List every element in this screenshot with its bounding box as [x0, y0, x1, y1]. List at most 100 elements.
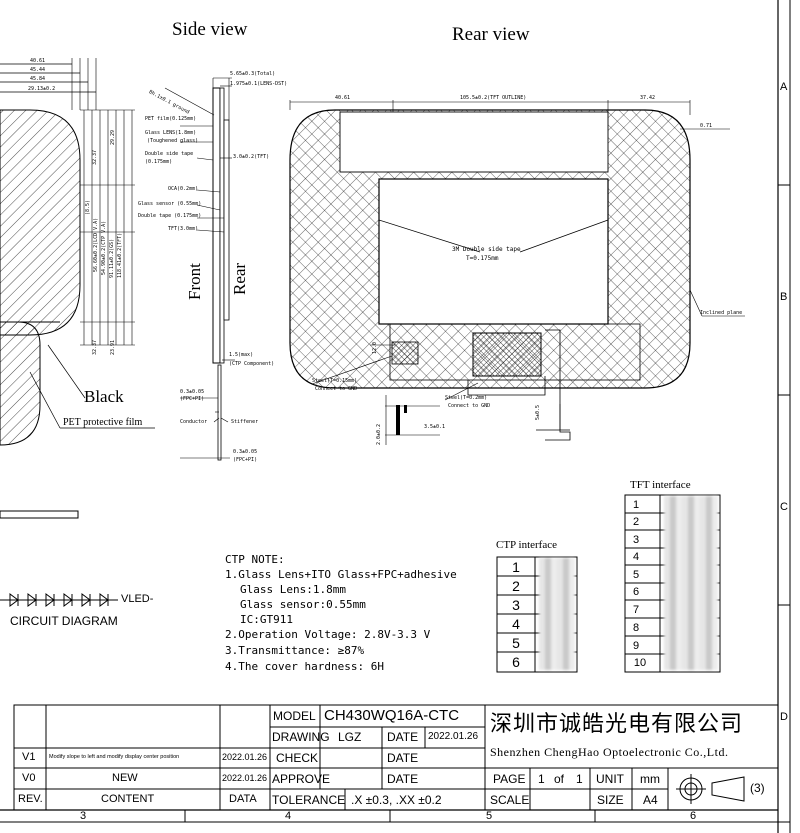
- tft-pin-2: 2: [632, 516, 640, 528]
- rev-0-id: V0: [22, 772, 36, 784]
- tft-pin-8: 8: [632, 622, 640, 634]
- pet-protective-label: PET protective film: [63, 417, 143, 428]
- ctp-pin-1: 1: [512, 559, 520, 575]
- ctp-pin-6: 6: [512, 654, 520, 670]
- tft-pin-9: 9: [632, 640, 640, 652]
- ctp-note-title: CTP NOTE:: [225, 553, 285, 566]
- model-value: CH430WQ16A-CTC: [324, 707, 460, 724]
- ctp-pin-3: 3: [512, 597, 520, 613]
- approve-date-label: DATE: [387, 772, 419, 786]
- tolerance-value: .X ±0.3, .XX ±0.2: [351, 793, 442, 807]
- tft-pin-4: 4: [632, 551, 640, 563]
- projection-label: (3): [750, 781, 765, 795]
- tft-label: TFT(3.0mm): [168, 226, 199, 232]
- rear-dim-left: 40.61: [335, 95, 351, 101]
- conductor-label: Conductor: [180, 419, 208, 425]
- frame-col-6: 6: [690, 810, 697, 822]
- front-label: Front: [185, 263, 204, 300]
- scale-label: SCALE: [490, 793, 530, 807]
- tft-dim-label: 3.0±0.2(TFT): [233, 154, 270, 160]
- rear-dim-12: 12.0: [372, 341, 378, 354]
- tft-interface-title: TFT interface: [630, 479, 691, 491]
- frame-row-c: C: [780, 501, 788, 513]
- black-label: Black: [84, 387, 124, 406]
- dim-v1: 29.29: [110, 129, 116, 145]
- tft-pin-6: 6: [632, 586, 640, 598]
- company-name-cn: 深圳市诚皓光电有限公司: [490, 711, 744, 736]
- data-header: DATA: [229, 793, 257, 805]
- steel1-sub: Connect to GND: [315, 386, 358, 392]
- lens-dst-label: 1.975±0.1(LENS-DST): [230, 81, 288, 87]
- max-label: 1.5(max): [229, 352, 254, 358]
- ctp-interface-title: CTP interface: [496, 539, 557, 551]
- ctp-note-line-3: Glass sensor:0.55mm: [240, 598, 366, 611]
- dim-v4: 23.91: [110, 339, 116, 355]
- rev-0-content: NEW: [112, 772, 138, 784]
- rev-0-date: 2022.01.26: [222, 773, 268, 783]
- total-label: 5.65±0.3(Total): [230, 71, 276, 77]
- glass-sensor-label: Glass sensor (0.55mm): [138, 201, 202, 207]
- rev-header: REV.: [18, 793, 43, 805]
- ctp-component-label: (CTP Component): [229, 361, 275, 367]
- dim-v9: 118.41±0.2(TFT): [117, 232, 123, 278]
- fpc-pi-bottom: 0.3±0.05: [233, 449, 258, 455]
- rear-dim-mid: 105.5±0.2(TFT OUTLINE): [460, 95, 527, 101]
- fpc-pi-top: 0.3±0.05: [180, 389, 205, 395]
- page-label: PAGE: [493, 772, 526, 786]
- double-tape-thickness: (0.175mm): [145, 159, 173, 165]
- frame-col-4: 4: [285, 810, 292, 822]
- rear-dim-20: 2.0±0.2: [376, 423, 382, 445]
- steel1-label: Steel(T=0.15mm): [312, 378, 358, 384]
- ctp-note-line-7: 4.The cover hardness: 6H: [225, 660, 384, 673]
- frame-col-3: 3: [80, 810, 87, 822]
- frame-col-5: 5: [486, 810, 493, 822]
- ctp-signal-redacted: [539, 558, 575, 670]
- ctp-pin-2: 2: [512, 578, 520, 594]
- rear-label: Rear: [230, 262, 249, 295]
- drawing-label: DRAWING: [272, 730, 330, 744]
- fpc-pi-bottom-sub: (FPC+PI): [233, 457, 258, 463]
- vled-label: VLED-: [121, 593, 154, 605]
- tft-pin-7: 7: [632, 604, 640, 616]
- rear-view-title: Rear view: [452, 24, 530, 45]
- tft-pin-5: 5: [632, 569, 640, 581]
- page-of: of: [554, 772, 565, 786]
- double-tape2-label: Double tape (0.175mm): [138, 213, 202, 219]
- oca-label: OCA(0.2mm): [168, 186, 199, 192]
- fpc-pi-top-sub: (FPC+PI): [180, 396, 205, 402]
- dim-v6: 56.60±0.2(LCD V.A): [93, 217, 99, 272]
- tolerance-label: TOLERANCE: [272, 793, 346, 807]
- unit-label: UNIT: [596, 772, 624, 786]
- dim-v7: 54.90±0.2(CTP V.A): [101, 220, 107, 275]
- stiffener-label: Stiffener: [231, 419, 259, 425]
- dim-v3: 32.37: [92, 339, 98, 355]
- rev-1-date: 2022.01.26: [222, 752, 268, 762]
- dim-left-3: 45.84: [30, 76, 46, 82]
- rev-1-id: V1: [22, 751, 36, 763]
- page-number: 1: [538, 772, 545, 786]
- ctp-note-line-4: IC:GT911: [240, 613, 293, 626]
- tape-thickness: T=0.175mm: [466, 255, 499, 262]
- glass-lens-label: Glass LENS(1.8mm): [145, 130, 197, 136]
- frame-row-a: A: [780, 81, 788, 93]
- dim-v5: (8.5): [85, 199, 91, 215]
- dim-v2: 32.37: [92, 149, 98, 165]
- steel2-label: Steel(T=0.2mm): [445, 395, 488, 401]
- tft-signal-redacted: [664, 496, 718, 670]
- unit-value: mm: [640, 772, 660, 786]
- ctp-note-line-1: 1.Glass Lens+ITO Glass+FPC+adhesive: [225, 568, 457, 581]
- side-view-title: Side view: [172, 19, 248, 40]
- content-header: CONTENT: [101, 793, 155, 805]
- tape-label: 3M Double side tape: [452, 246, 521, 253]
- dim-v8: 91.11±0.2(GS): [109, 238, 115, 278]
- pet-film-label: PET film(0.125mm): [145, 116, 197, 122]
- rear-dim-35: 3.5±0.1: [424, 424, 446, 430]
- size-label: SIZE: [597, 793, 624, 807]
- toughened-label: (Toughened glass): [147, 138, 199, 144]
- dim-left-2: 45.44: [30, 67, 46, 73]
- circuit-diagram-label: CIRCUIT DIAGRAM: [10, 614, 118, 628]
- tft-pin-10: 10: [633, 657, 647, 669]
- rev-1-content: Modify slope to left and modify display …: [49, 754, 180, 760]
- steel2-sub: Connect to GND: [448, 403, 491, 409]
- inclined-label: Inclined plane: [700, 310, 743, 316]
